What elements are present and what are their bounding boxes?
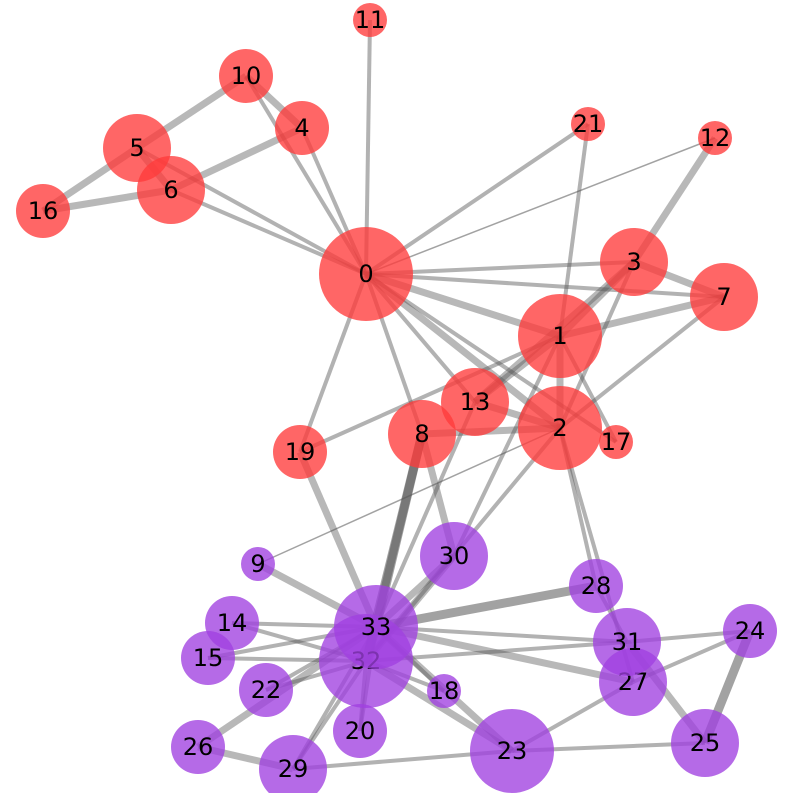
node-31-label: 31 <box>612 628 643 656</box>
node-10: 10 <box>219 49 273 103</box>
node-7-label: 7 <box>716 283 731 311</box>
node-23-label: 23 <box>497 737 528 765</box>
node-7: 7 <box>690 263 758 331</box>
node-30-circle <box>420 522 488 590</box>
node-10-label: 10 <box>231 62 262 90</box>
node-7-circle <box>690 263 758 331</box>
node-4-label: 4 <box>294 114 309 142</box>
node-2-label: 2 <box>552 414 567 442</box>
node-19-circle <box>273 425 327 479</box>
node-28: 28 <box>569 559 623 613</box>
node-18-circle <box>427 674 461 708</box>
node-12-label: 12 <box>700 124 731 152</box>
node-0: 0 <box>319 227 413 321</box>
node-28-circle <box>569 559 623 613</box>
node-26-circle <box>171 720 225 774</box>
node-8-label: 8 <box>414 420 429 448</box>
node-6-circle <box>137 156 205 224</box>
node-16-circle <box>16 184 70 238</box>
edge-1-19 <box>299 334 561 454</box>
node-8: 8 <box>388 400 456 468</box>
node-6: 6 <box>137 156 205 224</box>
node-31-circle <box>593 608 661 676</box>
node-3-circle <box>600 228 668 296</box>
node-9: 9 <box>241 547 275 581</box>
node-25: 25 <box>671 709 739 777</box>
edge-0-12 <box>365 137 716 275</box>
node-28-label: 28 <box>581 572 612 600</box>
node-33: 33 <box>334 585 418 669</box>
node-16: 16 <box>16 184 70 238</box>
node-17-label: 17 <box>601 428 632 456</box>
node-30-label: 30 <box>439 542 470 570</box>
node-24: 24 <box>723 604 777 658</box>
node-23-circle <box>470 709 554 793</box>
node-29: 29 <box>259 735 327 793</box>
node-17: 17 <box>599 425 633 459</box>
node-15: 15 <box>181 631 235 685</box>
node-3-label: 3 <box>626 248 641 276</box>
node-21-circle <box>571 107 605 141</box>
node-21: 21 <box>571 107 605 141</box>
node-15-label: 15 <box>193 644 224 672</box>
node-24-label: 24 <box>735 617 766 645</box>
edge-27-33 <box>375 623 634 686</box>
node-25-circle <box>671 709 739 777</box>
node-29-label: 29 <box>278 755 309 783</box>
node-9-label: 9 <box>250 550 265 578</box>
node-24-circle <box>723 604 777 658</box>
node-4-circle <box>275 101 329 155</box>
node-22-label: 22 <box>251 676 282 704</box>
node-20: 20 <box>333 704 387 758</box>
node-33-circle <box>334 585 418 669</box>
node-22-circle <box>239 663 293 717</box>
node-17-circle <box>599 425 633 459</box>
node-layer: 0123456789101112131415161718192021222324… <box>16 3 777 793</box>
node-5-label: 5 <box>129 134 144 162</box>
node-20-label: 20 <box>345 717 376 745</box>
node-13: 13 <box>441 368 509 436</box>
node-11-label: 11 <box>355 6 386 34</box>
edge-0-7 <box>365 272 725 299</box>
node-14-label: 14 <box>217 609 248 637</box>
node-13-circle <box>441 368 509 436</box>
node-26-label: 26 <box>183 733 214 761</box>
node-1-label: 1 <box>552 322 567 350</box>
node-4: 4 <box>275 101 329 155</box>
node-2: 2 <box>518 386 602 470</box>
node-1-circle <box>518 294 602 378</box>
node-3: 3 <box>600 228 668 296</box>
node-16-label: 16 <box>28 197 59 225</box>
node-19-label: 19 <box>285 438 316 466</box>
node-11: 11 <box>353 3 387 37</box>
node-6-label: 6 <box>163 176 178 204</box>
node-2-circle <box>518 386 602 470</box>
node-1: 1 <box>518 294 602 378</box>
node-15-circle <box>181 631 235 685</box>
node-18: 18 <box>427 674 461 708</box>
node-23: 23 <box>470 709 554 793</box>
node-31: 31 <box>593 608 661 676</box>
node-18-label: 18 <box>429 677 460 705</box>
node-21-label: 21 <box>573 110 604 138</box>
node-19: 19 <box>273 425 327 479</box>
node-25-label: 25 <box>690 729 721 757</box>
node-11-circle <box>353 3 387 37</box>
node-9-circle <box>241 547 275 581</box>
node-29-circle <box>259 735 327 793</box>
node-10-circle <box>219 49 273 103</box>
node-0-circle <box>319 227 413 321</box>
node-12-circle <box>698 121 732 155</box>
node-8-circle <box>388 400 456 468</box>
node-26: 26 <box>171 720 225 774</box>
node-12: 12 <box>698 121 732 155</box>
node-33-label: 33 <box>361 613 392 641</box>
node-30: 30 <box>420 522 488 590</box>
node-0-label: 0 <box>358 260 373 288</box>
node-22: 22 <box>239 663 293 717</box>
node-13-label: 13 <box>460 388 491 416</box>
node-20-circle <box>333 704 387 758</box>
